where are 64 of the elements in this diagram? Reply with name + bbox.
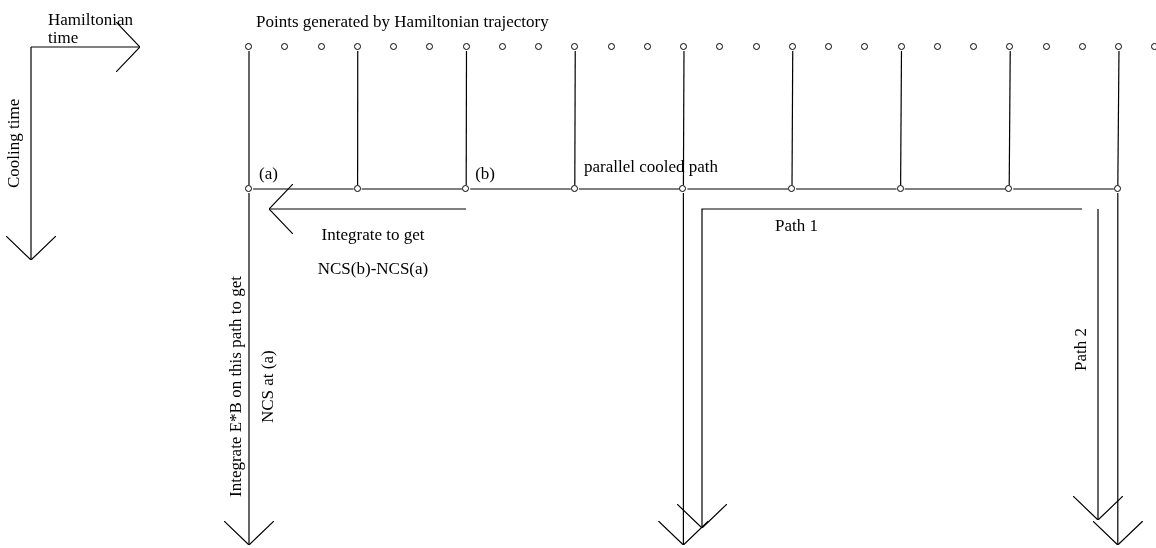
trajectory-point [607,43,615,50]
connector-line [795,188,898,190]
trajectory-point [353,185,361,192]
trajectory-point [1078,43,1086,50]
connector-line [574,50,576,186]
connector-line [578,188,680,190]
trajectory-point [462,185,470,192]
path-label: Path 1 [775,217,818,235]
arrow [657,192,709,546]
trajectory-point [535,43,542,50]
path-label: Path 2 [1072,327,1090,374]
point-label: (a) [259,165,278,183]
point-label: (b) [475,165,495,183]
trajectory-point [716,43,724,50]
connector-line [904,188,1006,190]
connector-line [361,188,463,190]
trajectory-point [1115,43,1122,50]
trajectory-point [896,185,904,192]
connector-line [469,188,572,190]
trajectory-point [752,43,760,50]
trajectory-point [462,43,470,50]
trajectory-point [897,43,905,50]
arrow [1092,192,1144,546]
connector-line [252,188,355,190]
trajectory-point [570,185,578,192]
trajectory-point [1006,43,1014,50]
axis-label: Cooling time [5,97,23,190]
heading-label: Points generated by Hamiltonian trajectory [256,13,549,31]
trajectory-point [788,43,796,50]
trajectory-point [1113,185,1121,192]
trajectory-point [426,43,434,50]
trajectory-point [245,185,252,192]
trajectory-point [680,43,687,50]
trajectory-point [281,43,289,50]
arrow [223,192,275,546]
axis-label: Hamiltonian time [48,11,134,47]
connector-line [1117,50,1120,186]
trajectory-point [825,43,832,50]
connector-line [900,50,903,186]
trajectory-point [571,43,579,50]
connector-line [1012,188,1115,190]
trajectory-point [353,43,361,50]
trajectory-point [390,43,397,50]
trajectory-point [933,43,941,50]
annotation-text: Integrate to get NCS(b)-NCS(a) [316,224,430,280]
annotation-text: Integrate E*B on this path to get NCS at (a) [225,275,278,500]
connector-line [1008,50,1011,186]
connector-line [248,50,250,186]
trajectory-point [317,43,325,50]
trajectory-point [245,43,252,50]
connector-line [682,50,685,186]
trajectory-point [1005,185,1013,192]
connector-line [465,50,468,186]
connector-line [791,50,794,186]
trajectory-point [1042,43,1050,50]
trajectory-point [788,185,795,192]
trajectory-point [1151,43,1156,50]
trajectory-point [498,43,506,50]
trajectory-point [679,185,687,192]
trajectory-point [861,43,869,50]
trajectory-point [643,43,651,50]
connector-line [686,188,789,190]
connector-line [357,50,359,186]
trajectory-point [970,43,977,50]
